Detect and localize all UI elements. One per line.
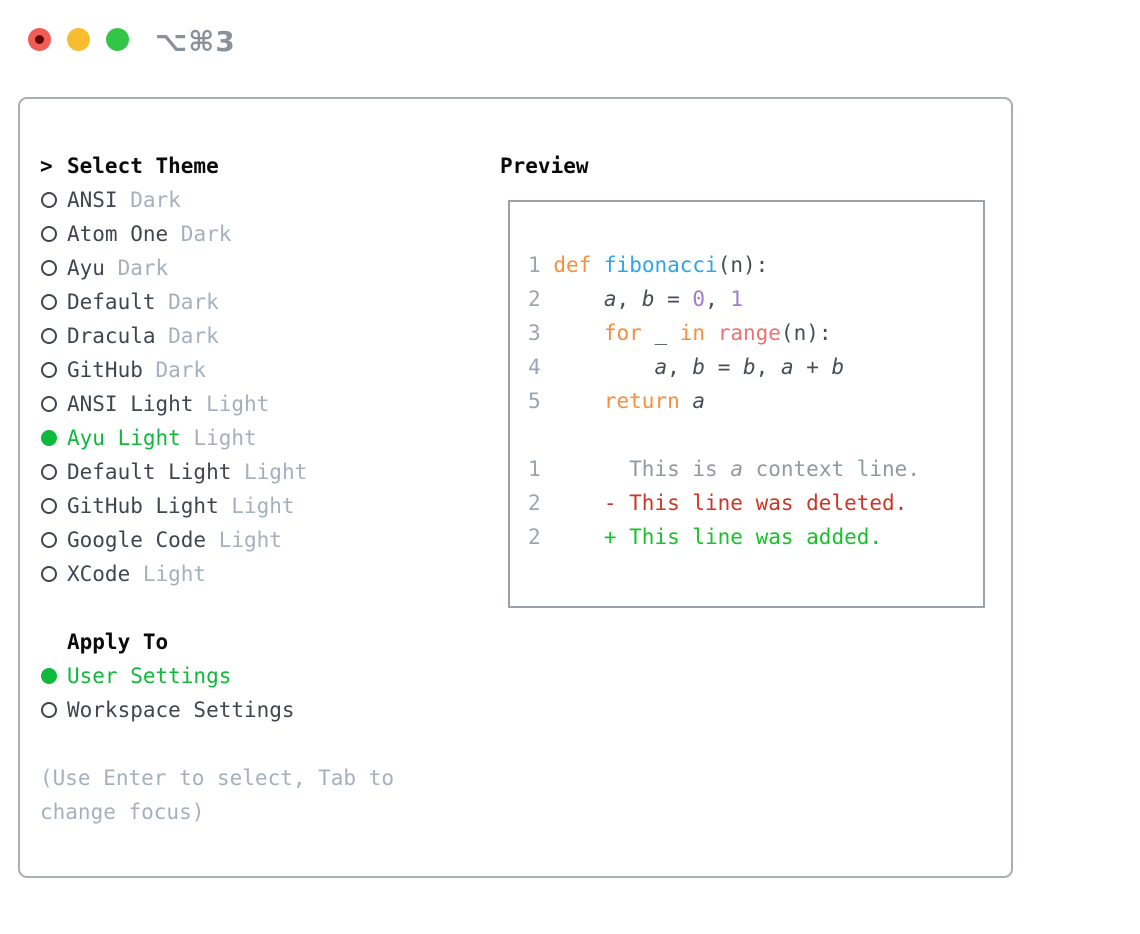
line-number: 1 (528, 457, 541, 481)
theme-option-ayu-light[interactable]: Ayu Light Light (40, 421, 500, 455)
radio-unselected-icon (41, 566, 57, 582)
line-number: 2 (528, 287, 541, 311)
theme-option-github-light[interactable]: GitHub Light Light (40, 489, 500, 523)
radio-unselected-icon (41, 328, 57, 344)
line-number: 4 (528, 355, 541, 379)
radio-selected-icon (41, 668, 57, 684)
theme-name: Dracula (67, 324, 156, 348)
preview-code-line: 2 - This line was deleted. (528, 491, 908, 515)
line-number: 2 (528, 491, 541, 515)
line-number: 2 (528, 525, 541, 549)
line-number: 1 (528, 253, 541, 277)
theme-option-atom-one[interactable]: Atom One Dark (40, 217, 500, 251)
radio-unselected-icon (41, 260, 57, 276)
theme-variant: Light (193, 392, 270, 416)
theme-name: GitHub (67, 358, 143, 382)
preview-code-line: 2 + This line was added. (528, 525, 883, 549)
preview-code-line: 3 for _ in range(n): (528, 321, 832, 345)
theme-variant: Light (206, 528, 282, 552)
maximize-button[interactable] (106, 28, 129, 51)
theme-variant: Light (231, 460, 308, 484)
apply-option-label: User Settings (67, 664, 232, 688)
preview-code-line: 2 a, b = 0, 1 (528, 287, 744, 311)
radio-selected-icon (41, 430, 57, 446)
theme-name: Google Code (67, 528, 207, 552)
preview-code-line: 5 return a (528, 389, 706, 413)
theme-option-dracula[interactable]: Dracula Dark (40, 319, 500, 353)
select-theme-header-row: > Select Theme (40, 149, 500, 183)
radio-unselected-icon (41, 362, 57, 378)
radio-unselected-icon (41, 498, 57, 514)
apply-option-workspace-settings[interactable]: Workspace Settings (40, 693, 500, 727)
theme-option-default-light[interactable]: Default Light Light (40, 455, 500, 489)
traffic-lights (28, 28, 129, 51)
theme-variant: Dark (168, 222, 232, 246)
preview-code-line: 1 def fibonacci(n): (528, 253, 769, 277)
apply-to-heading: Apply To (67, 630, 169, 654)
theme-name: XCode (67, 562, 131, 586)
preview-column: Preview 1 def fibonacci(n): 2 a, b = 0, 1… (500, 149, 991, 876)
radio-unselected-icon (41, 294, 57, 310)
theme-option-default[interactable]: Default Dark (40, 285, 500, 319)
select-theme-heading: Select Theme (67, 154, 219, 178)
close-button[interactable] (28, 28, 51, 51)
apply-to-header-row: Apply To (40, 625, 500, 659)
theme-name: Atom One (67, 222, 169, 246)
window-titlebar: ⌥⌘3 (0, 0, 1140, 97)
line-number: 5 (528, 389, 541, 413)
theme-name: ANSI (67, 188, 118, 212)
theme-variant: Dark (155, 290, 219, 314)
theme-name: ANSI Light (67, 392, 194, 416)
window-title: ⌥⌘3 (155, 25, 236, 58)
theme-name: Ayu Light (67, 426, 181, 450)
theme-variant: Dark (104, 256, 169, 280)
preview-blank-line (528, 418, 975, 452)
keyboard-hint: (Use Enter to select, Tab to change focu… (40, 766, 395, 824)
theme-option-google-code[interactable]: Google Code Light (40, 523, 500, 557)
theme-variant: Dark (155, 324, 219, 348)
theme-option-ansi[interactable]: ANSI Dark (40, 183, 500, 217)
focus-caret: > (40, 154, 53, 178)
preview-code: 1 def fibonacci(n): 2 a, b = 0, 1 3 for _ … (510, 202, 983, 554)
spacer (40, 591, 500, 625)
radio-unselected-icon (41, 396, 57, 412)
unsaved-changes-dot (35, 35, 44, 44)
theme-option-github[interactable]: GitHub Dark (40, 353, 500, 387)
radio-unselected-icon (41, 702, 57, 718)
theme-variant: Dark (117, 188, 181, 212)
preview-code-line: 4 a, b = b, a + b (528, 355, 845, 379)
radio-unselected-icon (41, 226, 57, 242)
apply-option-label: Workspace Settings (67, 698, 295, 722)
preview-heading: Preview (500, 154, 589, 178)
theme-name: GitHub Light (67, 494, 219, 518)
apply-option-user-settings[interactable]: User Settings (40, 659, 500, 693)
radio-unselected-icon (41, 192, 57, 208)
minimize-button[interactable] (67, 28, 90, 51)
theme-variant: Light (180, 426, 257, 450)
radio-unselected-icon (41, 532, 57, 548)
theme-option-xcode[interactable]: XCode Light (40, 557, 500, 591)
preview-pane: 1 def fibonacci(n): 2 a, b = 0, 1 3 for _ … (508, 200, 985, 608)
theme-variant: Light (218, 494, 295, 518)
theme-option-ansi-light[interactable]: ANSI Light Light (40, 387, 500, 421)
theme-name: Default Light (67, 460, 232, 484)
theme-variant: Light (130, 562, 207, 586)
preview-code-line: 1 This is a context line. (528, 457, 920, 481)
theme-variant: Dark (142, 358, 207, 382)
theme-option-ayu[interactable]: Ayu Dark (40, 251, 500, 285)
theme-name: Ayu (67, 256, 105, 280)
preview-header-row: Preview (500, 149, 991, 183)
radio-unselected-icon (41, 464, 57, 480)
theme-name: Default (67, 290, 156, 314)
line-number: 3 (528, 321, 541, 345)
